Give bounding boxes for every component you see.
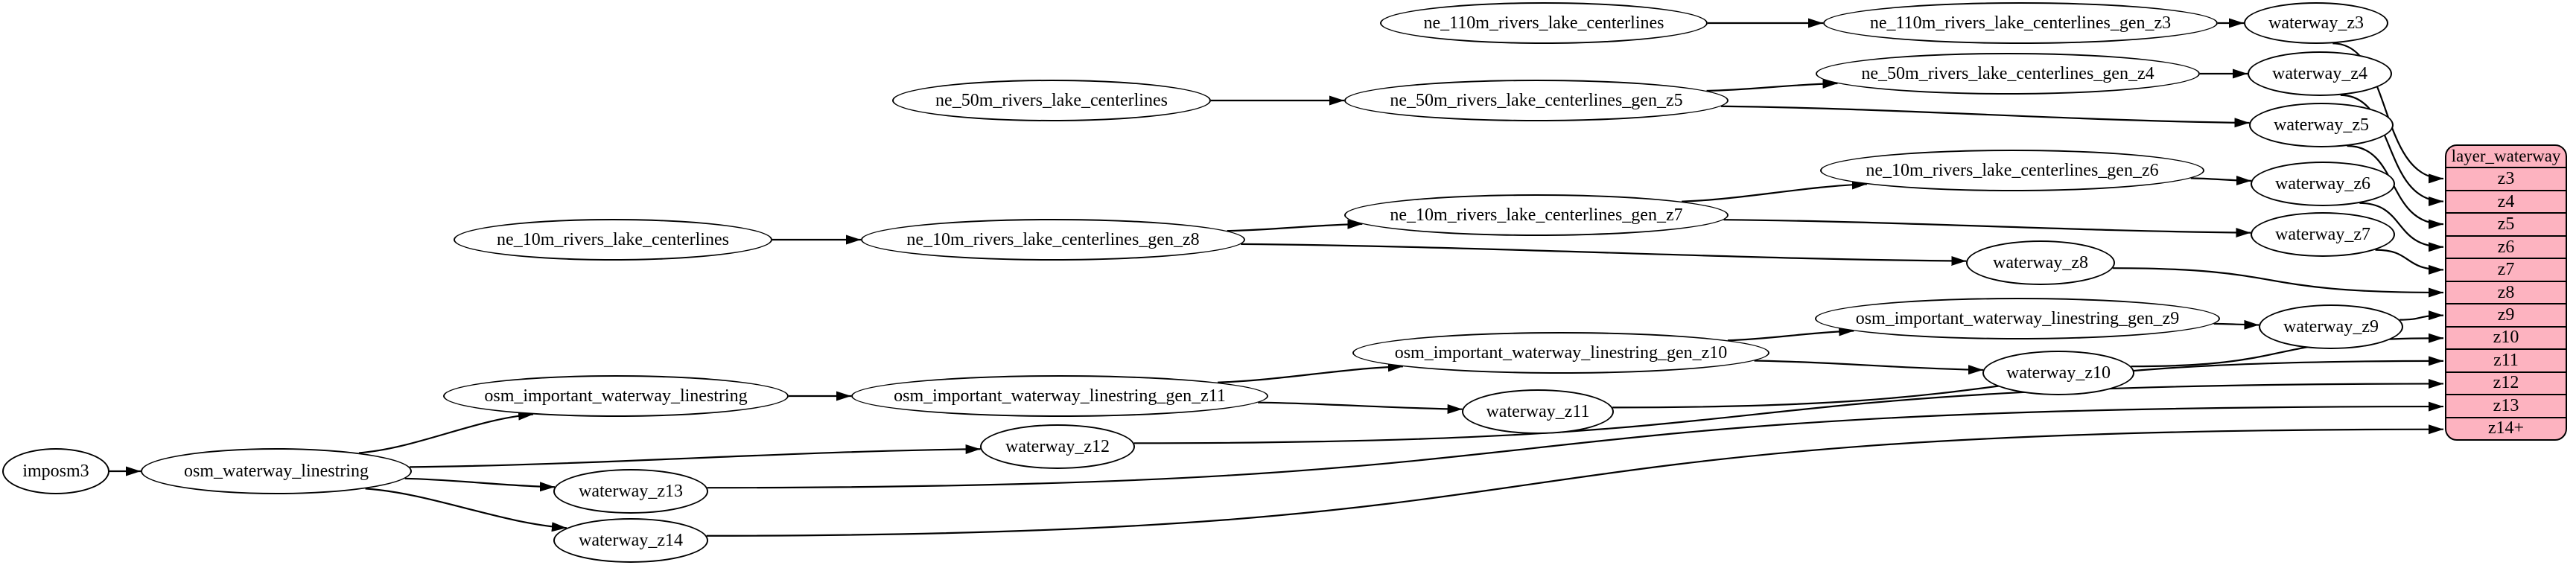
edge-osm_important_waterway_linestring_gen_z10-to-osm_important_waterway_linestring_gen_z9 — [1727, 326, 1854, 342]
edge-waterway_z6-to-layer_waterway-z6 — [2359, 202, 2444, 252]
node-osm_waterway_linestring: osm_waterway_linestring — [141, 448, 412, 494]
node-waterway_z9: waterway_z9 — [2259, 304, 2403, 349]
node-ne_110m_rivers_lake_centerlines: ne_110m_rivers_lake_centerlines — [1380, 2, 1708, 44]
record-row-z10: z10 — [2446, 325, 2566, 348]
record-row-z11: z11 — [2446, 348, 2566, 371]
edge-ne_10m_rivers_lake_centerlines_gen_z7-to-waterway_z7 — [1723, 219, 2251, 237]
edge-osm_important_waterway_linestring_gen_z9-to-waterway_z9 — [2213, 319, 2259, 330]
node-waterway_z7: waterway_z7 — [2251, 212, 2395, 257]
record-row-z13: z13 — [2446, 394, 2566, 416]
node-osm_important_waterway_linestring: osm_important_waterway_linestring — [443, 375, 789, 417]
edge-waterway_z12-to-layer_waterway-z12 — [1133, 378, 2444, 444]
record-row-z6: z6 — [2446, 234, 2566, 258]
edge-osm_important_waterway_linestring_gen_z11-to-osm_important_waterway_linestring_gen_z10 — [1218, 362, 1403, 383]
edge-osm_waterway_linestring-to-waterway_z14 — [365, 488, 567, 532]
node-waterway_z13: waterway_z13 — [553, 469, 708, 514]
edge-ne_10m_rivers_lake_centerlines_gen_z7-to-ne_10m_rivers_lake_centerlines_gen_z6 — [1682, 179, 1867, 202]
node-waterway_z10: waterway_z10 — [1982, 351, 2134, 395]
record-title: layer_waterway — [2451, 147, 2561, 166]
edge-osm_waterway_linestring-to-waterway_z12 — [409, 444, 981, 468]
edge-osm_important_waterway_linestring_gen_z10-to-waterway_z10 — [1754, 360, 1983, 375]
node-osm_important_waterway_linestring_gen_z9: osm_important_waterway_linestring_gen_z9 — [1815, 298, 2220, 339]
record-row-z4: z4 — [2446, 189, 2566, 212]
edge-waterway_z14-to-layer_waterway-z14+ — [706, 424, 2444, 537]
edge-osm_waterway_linestring-to-waterway_z13 — [404, 477, 555, 492]
node-waterway_z11: waterway_z11 — [1462, 389, 1614, 434]
edge-osm_important_waterway_linestring_gen_z11-to-waterway_z11 — [1258, 401, 1463, 414]
node-osm_important_waterway_linestring_gen_z11: osm_important_waterway_linestring_gen_z1… — [851, 375, 1268, 417]
node-ne_50m_rivers_lake_centerlines_gen_z4: ne_50m_rivers_lake_centerlines_gen_z4 — [1816, 53, 2200, 95]
record-row-z8: z8 — [2446, 280, 2566, 303]
node-waterway_z14: waterway_z14 — [553, 518, 708, 563]
record-row-z5: z5 — [2446, 212, 2566, 234]
node-ne_10m_rivers_lake_centerlines_gen_z8: ne_10m_rivers_lake_centerlines_gen_z8 — [861, 219, 1245, 261]
record-row-z9: z9 — [2446, 303, 2566, 325]
edge-waterway_z9-to-layer_waterway-z9 — [2400, 310, 2444, 321]
node-waterway_z12: waterway_z12 — [980, 424, 1135, 469]
node-waterway_z4: waterway_z4 — [2248, 51, 2392, 96]
edge-waterway_z4-to-layer_waterway-z4 — [2340, 94, 2444, 207]
node-waterway_z3: waterway_z3 — [2244, 2, 2388, 44]
edge-ne_10m_rivers_lake_centerlines_gen_z8-to-ne_10m_rivers_lake_centerlines_gen_z7 — [1227, 219, 1363, 232]
edge-ne_10m_rivers_lake_centerlines_gen_z6-to-waterway_z6 — [2190, 176, 2251, 186]
node-ne_10m_rivers_lake_centerlines_gen_z6: ne_10m_rivers_lake_centerlines_gen_z6 — [1820, 150, 2204, 191]
node-ne_10m_rivers_lake_centerlines: ne_10m_rivers_lake_centerlines — [454, 219, 772, 261]
record-row-z12: z12 — [2446, 371, 2566, 394]
node-osm_important_waterway_linestring_gen_z10: osm_important_waterway_linestring_gen_z1… — [1352, 332, 1769, 374]
edge-ne_50m_rivers_lake_centerlines_gen_z5-to-ne_50m_rivers_lake_centerlines_gen_z4 — [1706, 78, 1838, 92]
node-ne_50m_rivers_lake_centerlines_gen_z5: ne_50m_rivers_lake_centerlines_gen_z5 — [1344, 80, 1729, 121]
edge-waterway_z3-to-layer_waterway-z3 — [2332, 42, 2444, 184]
edge-ne_50m_rivers_lake_centerlines_gen_z5-to-waterway_z5 — [1720, 105, 2250, 128]
record-row-z3: z3 — [2446, 167, 2566, 189]
record-row-z14+: z14+ — [2446, 416, 2566, 439]
node-ne_10m_rivers_lake_centerlines_gen_z7: ne_10m_rivers_lake_centerlines_gen_z7 — [1344, 194, 1729, 236]
node-ne_110m_rivers_lake_centerlines_gen_z3: ne_110m_rivers_lake_centerlines_gen_z3 — [1823, 2, 2218, 44]
node-waterway_z6: waterway_z6 — [2251, 162, 2395, 206]
edge-osm_waterway_linestring-to-osm_important_waterway_linestring — [358, 410, 534, 454]
node-ne_50m_rivers_lake_centerlines: ne_50m_rivers_lake_centerlines — [892, 80, 1211, 121]
node-imposm3: imposm3 — [2, 448, 109, 494]
edge-waterway_z8-to-layer_waterway-z8 — [2113, 267, 2444, 298]
node-waterway_z5: waterway_z5 — [2249, 103, 2394, 147]
edge-ne_10m_rivers_lake_centerlines_gen_z8-to-waterway_z8 — [1241, 243, 1967, 266]
node-waterway_z8: waterway_z8 — [1966, 240, 2115, 285]
edge-waterway_z7-to-layer_waterway-z7 — [2375, 249, 2444, 275]
record-row-z7: z7 — [2446, 258, 2566, 280]
edge-waterway_z13-to-layer_waterway-z13 — [707, 401, 2444, 489]
